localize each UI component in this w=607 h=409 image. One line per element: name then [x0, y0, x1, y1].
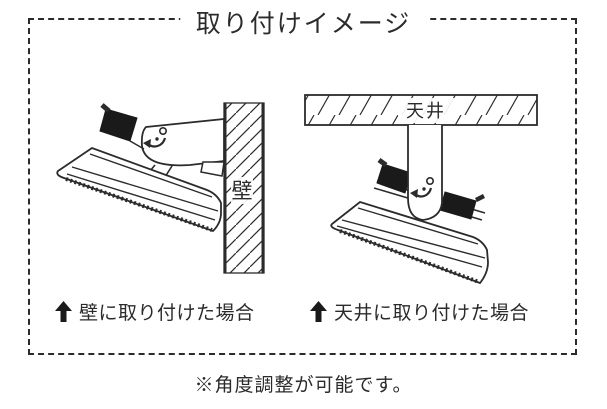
wall-label: 壁 [232, 180, 253, 203]
ceiling: 天井 [304, 94, 538, 126]
wall: 壁 [223, 102, 265, 274]
bracket-foot [200, 161, 225, 177]
wall-caption-text: 壁に取り付けた場合 [79, 303, 255, 324]
clamp-pin-left [377, 157, 388, 168]
mount-bracket [139, 118, 225, 189]
up-arrow-icon [55, 301, 72, 322]
ceiling-mount-diagram: 天井 [295, 85, 565, 300]
ceiling-caption: 天井に取り付けた場合 [310, 298, 529, 325]
ceiling-label-bg [398, 98, 454, 123]
rotation-icon [410, 177, 435, 198]
ceiling-caption-text: 天井に取り付けた場合 [334, 303, 530, 324]
clamp-pin-right [474, 193, 486, 203]
angle-note: ※角度調整が可能です。 [194, 375, 413, 396]
light-fixture [330, 201, 489, 285]
wall-label-bg [231, 177, 253, 204]
wall-caption: 壁に取り付けた場合 [55, 298, 255, 325]
clamp-pin [100, 103, 111, 113]
ceiling-mount-drawing: 天井 [304, 94, 538, 285]
clamp-handle-right [439, 191, 486, 220]
panel-title: 取り付けイメージ [179, 4, 428, 40]
wall-mount-drawing: 壁 [56, 102, 265, 274]
up-arrow-icon [310, 301, 327, 322]
wall-mount-diagram: 壁 [40, 85, 285, 295]
fixture-hatched-edge [65, 177, 213, 232]
ceiling-label: 天井 [406, 101, 446, 121]
mount-post [407, 125, 443, 221]
clamp-handle [99, 103, 145, 150]
rotation-icon [143, 126, 168, 148]
fixture-hatched-edge [339, 229, 480, 284]
light-fixture [56, 146, 222, 233]
clamp-handle-left [376, 157, 412, 194]
